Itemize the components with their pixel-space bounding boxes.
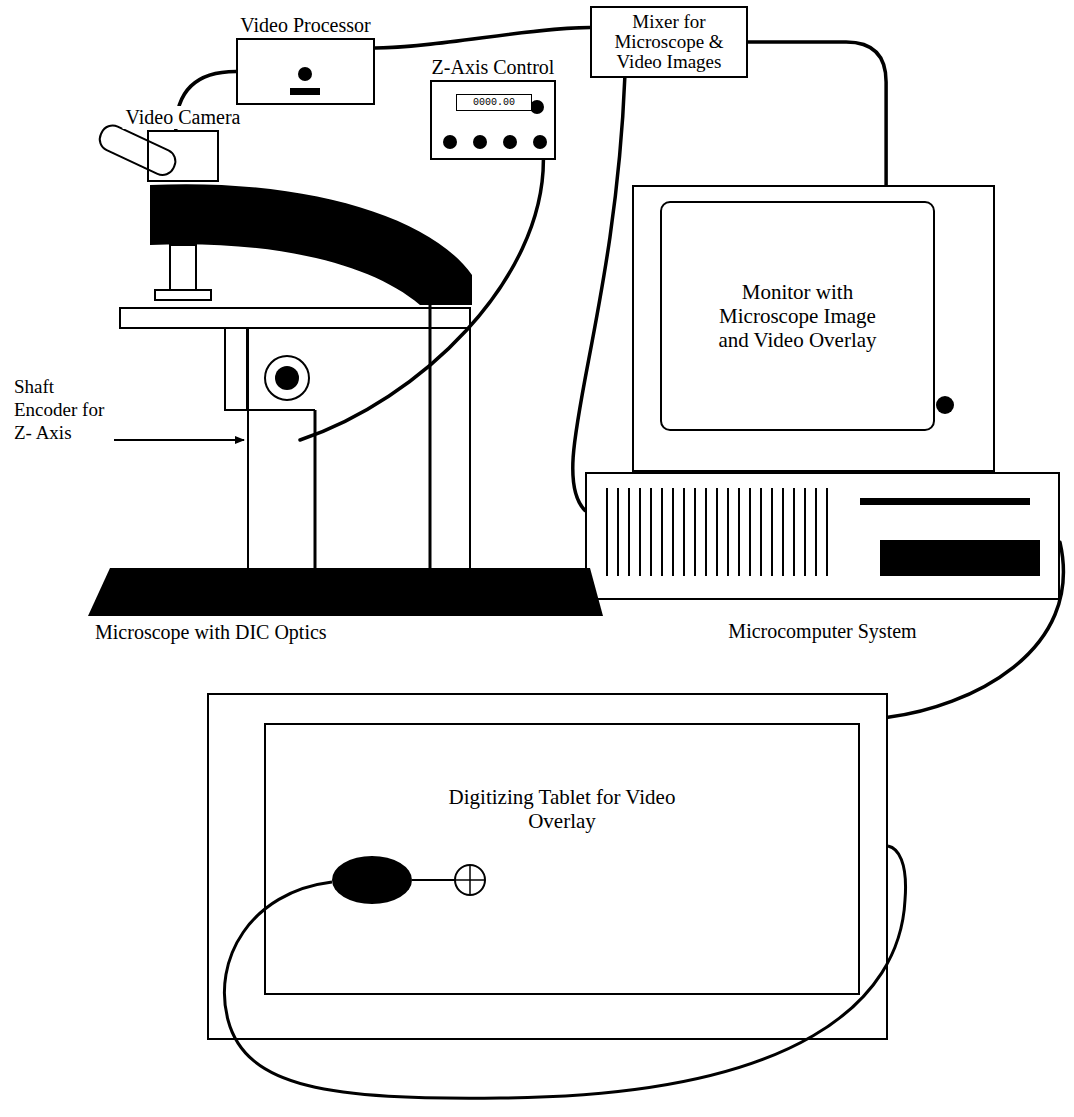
- text-holder: Microcomputer System: [728, 620, 916, 643]
- column-edge: [429, 305, 432, 570]
- crosshair-line: [469, 865, 471, 895]
- caption-label: Microcomputer System: [728, 620, 916, 643]
- crosshair: [455, 865, 485, 895]
- microscope-arm: [150, 184, 472, 305]
- heading-label: Z-Axis Control: [429, 56, 558, 79]
- box-text: Mixer for Microscope & Video Images: [597, 12, 741, 72]
- text-holder: Digitizing Tablet for Video Overlay: [442, 785, 682, 833]
- cable: [573, 78, 625, 510]
- drive-bay: [880, 540, 1040, 576]
- text-holder: Shaft Encoder for Z- Axis: [14, 376, 114, 444]
- camera-box: Video Camera: [147, 130, 219, 182]
- objective-lens: [155, 290, 211, 300]
- monitor-knob: [936, 396, 954, 414]
- cable: [375, 28, 590, 48]
- control-knob: [503, 135, 517, 149]
- focus-knob: [265, 356, 309, 400]
- display-readout: 0000.00: [473, 98, 515, 108]
- microscope-base: [88, 568, 603, 616]
- screen: Monitor with Microscope Image and Video …: [660, 201, 935, 431]
- screen-text: Monitor with Microscope Image and Video …: [708, 280, 888, 352]
- caption-label: Microscope with DIC Optics: [95, 621, 327, 644]
- heading-label: Video Camera: [123, 106, 244, 129]
- text-holder: Microscope with DIC Optics: [95, 621, 327, 644]
- vent-lines: [603, 488, 831, 576]
- text-holder: Video Camera: [123, 106, 244, 129]
- monitor-box: Monitor with Microscope Image and Video …: [632, 185, 995, 472]
- leader-arrow: [114, 439, 244, 441]
- text-holder: Z-Axis Control: [429, 56, 558, 79]
- control-box: Z-Axis Control0000.00: [430, 80, 556, 160]
- encoder-housing: [248, 409, 315, 411]
- control-knob: [443, 135, 457, 149]
- part-label: Shaft Encoder for Z- Axis: [14, 376, 114, 444]
- puck: [332, 856, 412, 904]
- control-knob: [530, 100, 544, 114]
- control-knob: [473, 135, 487, 149]
- processor-box: Video Processor: [236, 38, 375, 105]
- microscope-column: [248, 328, 470, 570]
- puck-cord: [224, 846, 905, 1098]
- tablet-text: Digitizing Tablet for Video Overlay: [442, 785, 682, 833]
- stage-support: [225, 328, 247, 410]
- drive-slot: [860, 498, 1030, 505]
- computer-box: Microcomputer System: [585, 472, 1060, 600]
- cable: [748, 42, 886, 185]
- tablet-box: Digitizing Tablet for Video Overlay: [207, 693, 888, 1040]
- stage: [120, 308, 470, 328]
- focus-knob-center: [275, 366, 299, 390]
- text-holder: Video Processor: [237, 14, 373, 37]
- processor-slot: [290, 88, 320, 95]
- processor-knob: [298, 67, 312, 81]
- control-knob: [533, 135, 547, 149]
- objective: [170, 245, 196, 290]
- puck-neck: [412, 879, 455, 881]
- tablet-surface: Digitizing Tablet for Video Overlay: [264, 723, 860, 995]
- text-holder: 0000.00: [456, 94, 532, 111]
- mixer-box: Mixer for Microscope & Video Images: [590, 6, 748, 78]
- cable: [300, 160, 543, 440]
- microscope-area: Microscope with DIC Optics: [85, 295, 610, 655]
- heading-label: Video Processor: [237, 14, 373, 37]
